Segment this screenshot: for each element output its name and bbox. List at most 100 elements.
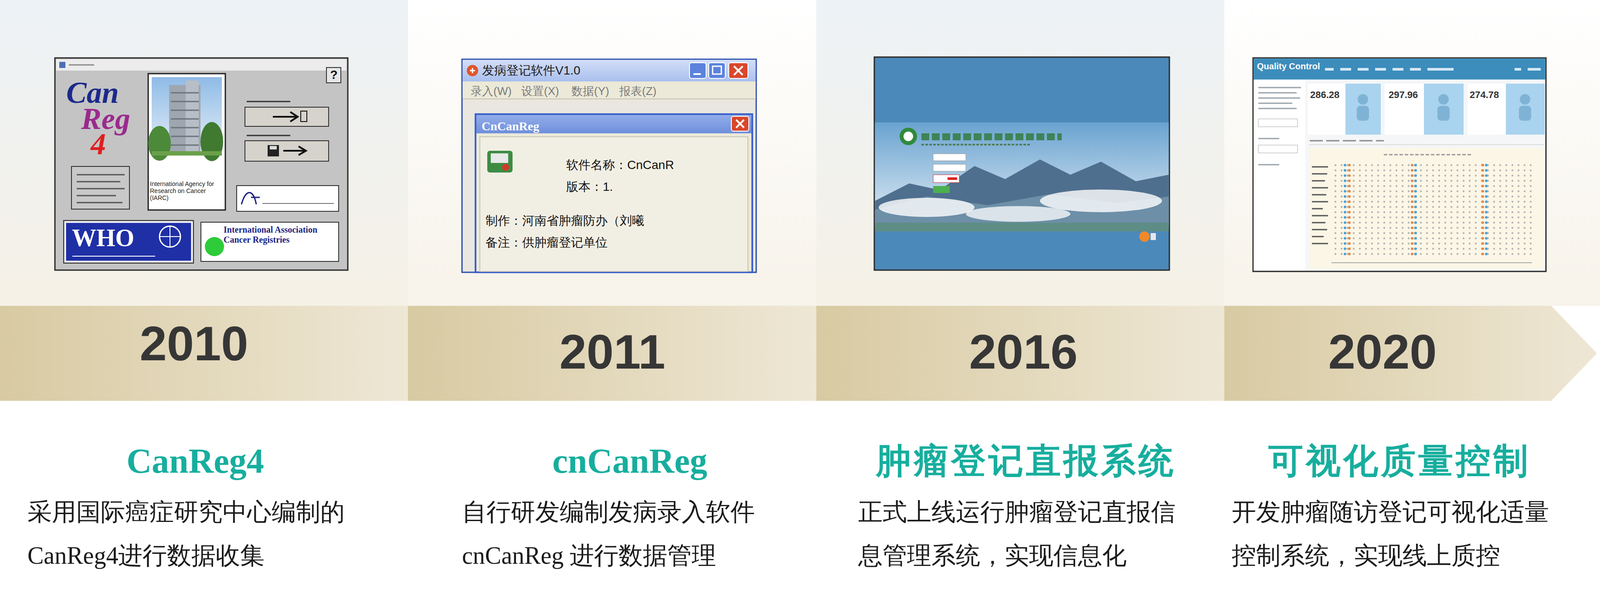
screenshot-text: 286.28 — [1310, 89, 1340, 101]
illustration-part — [1258, 118, 1298, 127]
milestone-description: 开发肿瘤随访登记可视化适量 控制系统，实现线上质控 — [1231, 490, 1568, 578]
illustration-part — [72, 255, 156, 257]
illustration-part — [1150, 233, 1156, 241]
illustration-part — [246, 135, 291, 137]
illustration-part — [502, 163, 510, 171]
illustration-part — [159, 226, 181, 248]
timeline-band: 2010CanReg4采用国际癌症研究中心编制的 CanReg4进行数据收集 — [0, 305, 408, 401]
illustration-part — [170, 92, 199, 146]
screenshot-text: International Agency for Research on Can… — [149, 180, 225, 202]
milestone-description: 正式上线运行肿瘤登记直报信 息管理系统，实现信息化 — [858, 490, 1194, 578]
illustration-part — [933, 164, 966, 172]
illustration-part — [246, 101, 291, 103]
illustration-part — [1324, 67, 1541, 71]
illustration-part — [487, 150, 513, 173]
illustration-part — [185, 80, 199, 156]
screenshot-text: ? — [328, 68, 340, 82]
year-label: 2010 — [84, 314, 303, 374]
illustration-part — [244, 140, 329, 162]
cncanreg-screenshot — [461, 59, 757, 273]
screenshot-text: 制作：河南省肿瘤防办（刘曦 — [485, 213, 645, 229]
illustration-part — [59, 61, 66, 68]
year-label: 2020 — [1273, 322, 1492, 382]
illustration-part — [736, 119, 744, 128]
screenshot-text: 274.78 — [1469, 89, 1499, 101]
illustration-part — [479, 136, 748, 272]
illustration-part — [1258, 87, 1302, 165]
band-fill — [0, 305, 408, 401]
illustration-part — [1253, 58, 1546, 80]
illustration-part — [1331, 262, 1533, 264]
illustration-part — [1345, 83, 1381, 135]
illustration-part — [200, 222, 339, 262]
band-fill — [407, 305, 817, 401]
illustration-part — [733, 66, 743, 75]
column-ground — [0, 0, 408, 306]
illustration-part — [241, 192, 260, 205]
screenshot-text: 版本：1. — [566, 179, 613, 195]
illustration-part — [1343, 162, 1352, 257]
illustration-part — [875, 222, 1169, 232]
illustration-part — [76, 174, 125, 203]
illustration-part — [1331, 162, 1533, 257]
illustration-part — [71, 166, 130, 210]
timeline-band: 2016肿瘤登记直报系统正式上线运行肿瘤登记直报信 息管理系统，实现信息化 — [816, 305, 1225, 401]
illustration-part — [1383, 154, 1471, 156]
illustration-part — [1356, 105, 1370, 121]
quality-control-screenshot — [1253, 57, 1546, 272]
illustration-part — [875, 122, 1169, 228]
illustration-part — [1467, 83, 1545, 135]
screenshot-text: 设置(X) — [521, 84, 560, 99]
band-fill — [816, 305, 1225, 401]
illustration-part — [283, 146, 306, 156]
illustration-part — [462, 98, 756, 100]
screenshot-text: 297.96 — [1388, 89, 1418, 101]
illustration-part — [65, 222, 192, 262]
illustration-part — [1253, 79, 1306, 271]
illustration-part — [1519, 94, 1531, 105]
illustration-part — [269, 146, 277, 150]
screenshot-text: WHO — [71, 224, 135, 252]
illustration-part — [728, 62, 748, 79]
screenshot-text: 录入(W) — [470, 84, 512, 99]
year-label: 2011 — [503, 322, 722, 382]
illustration-part — [1437, 105, 1450, 121]
illustration-part — [148, 73, 226, 211]
illustration-part — [903, 131, 914, 142]
illustration-part — [1309, 140, 1384, 142]
screenshot-text: 4 — [90, 129, 106, 160]
milestone-text-block: 可视化质量控制开发肿瘤随访登记可视化适量 控制系统，实现线上质控 — [1231, 440, 1568, 578]
illustration-part — [933, 153, 966, 161]
illustration-part — [476, 115, 752, 134]
milestone-title: CanReg4 — [27, 440, 364, 483]
timeline-band: 2011cnCanReg自行研发编制发病录入软件 cnCanReg 进行数据管理 — [407, 305, 817, 401]
illustration-part — [731, 116, 749, 132]
milestone-title: cnCanReg — [461, 440, 798, 483]
illustration-part — [1258, 145, 1298, 153]
milestone-text-block: 肿瘤登记直报系统正式上线运行肿瘤登记直报信 息管理系统，实现信息化 — [858, 440, 1194, 578]
illustration-part — [1384, 83, 1464, 135]
illustration-part — [921, 143, 1032, 146]
illustration-part — [708, 62, 726, 79]
illustration-part — [693, 73, 701, 75]
illustration-part — [262, 203, 334, 204]
illustration-part — [875, 159, 1169, 228]
illustration-part — [469, 67, 476, 74]
screenshot-text: 发病登记软件V1.0 — [482, 63, 581, 79]
column-ground — [816, 0, 1225, 306]
illustration-part — [1253, 57, 1546, 272]
illustration-part — [490, 153, 509, 164]
illustration-part — [1311, 166, 1329, 244]
column-ground — [407, 0, 817, 306]
band-fill — [1224, 305, 1597, 401]
milestone-text-block: CanReg4采用国际癌症研究中心编制的 CanReg4进行数据收集 — [27, 440, 364, 578]
milestone-text-block: cnCanReg自行研发编制发病录入软件 cnCanReg 进行数据管理 — [461, 440, 798, 578]
illustration-part — [1308, 144, 1545, 146]
illustration-part — [933, 186, 950, 194]
reporting-system-screenshot — [874, 57, 1170, 271]
illustration-part — [947, 177, 958, 181]
illustration-part — [326, 67, 341, 83]
